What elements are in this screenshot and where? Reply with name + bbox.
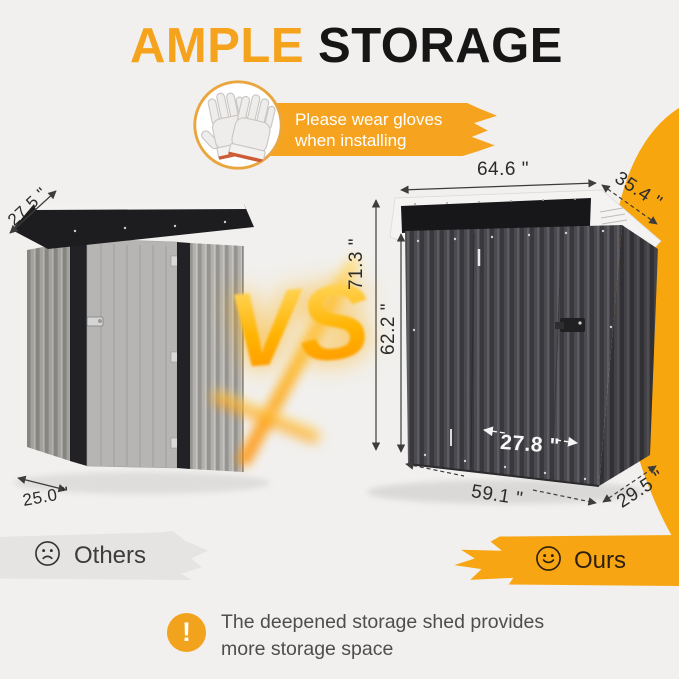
- gloves-icon: [190, 77, 286, 173]
- black-roof: [12, 204, 254, 249]
- exclamation-icon: !: [167, 613, 206, 652]
- smile-face-icon: [535, 545, 562, 577]
- shed-latch: [555, 318, 585, 332]
- glove-banner-line1: Please wear gloves: [295, 110, 443, 129]
- side-wall: [599, 225, 658, 486]
- footer-note-line2: more storage space: [221, 638, 394, 660]
- door-latch: [86, 316, 104, 327]
- others-shed: [12, 204, 254, 472]
- glove-banner-line2: when installing: [295, 131, 407, 150]
- title-highlight: AMPLE: [130, 19, 305, 73]
- ours-label: Ours: [573, 546, 626, 574]
- dim-ours-roof-width: 64.6 ": [476, 159, 529, 180]
- others-band: Others: [0, 531, 208, 580]
- dimension-lines: [9, 179, 658, 506]
- others-label: Others: [74, 541, 147, 569]
- glove-warning-banner: Please wear gloves when installing: [268, 103, 497, 156]
- footer-note-line1: The deepened storage shed provides: [221, 611, 545, 633]
- dim-ours-total-height: 71.3 ": [346, 238, 367, 291]
- dim-ours-wall-height: 62.2 ": [378, 303, 399, 356]
- title-rest: STORAGE: [318, 19, 563, 73]
- sad-face-icon: [34, 540, 61, 572]
- front-wall: [405, 225, 622, 486]
- footer-note: The deepened storage shed provides more …: [221, 609, 544, 663]
- ground-shadows: [14, 472, 643, 504]
- roof-vent-slot: [401, 198, 591, 233]
- ours-shed: [389, 189, 662, 487]
